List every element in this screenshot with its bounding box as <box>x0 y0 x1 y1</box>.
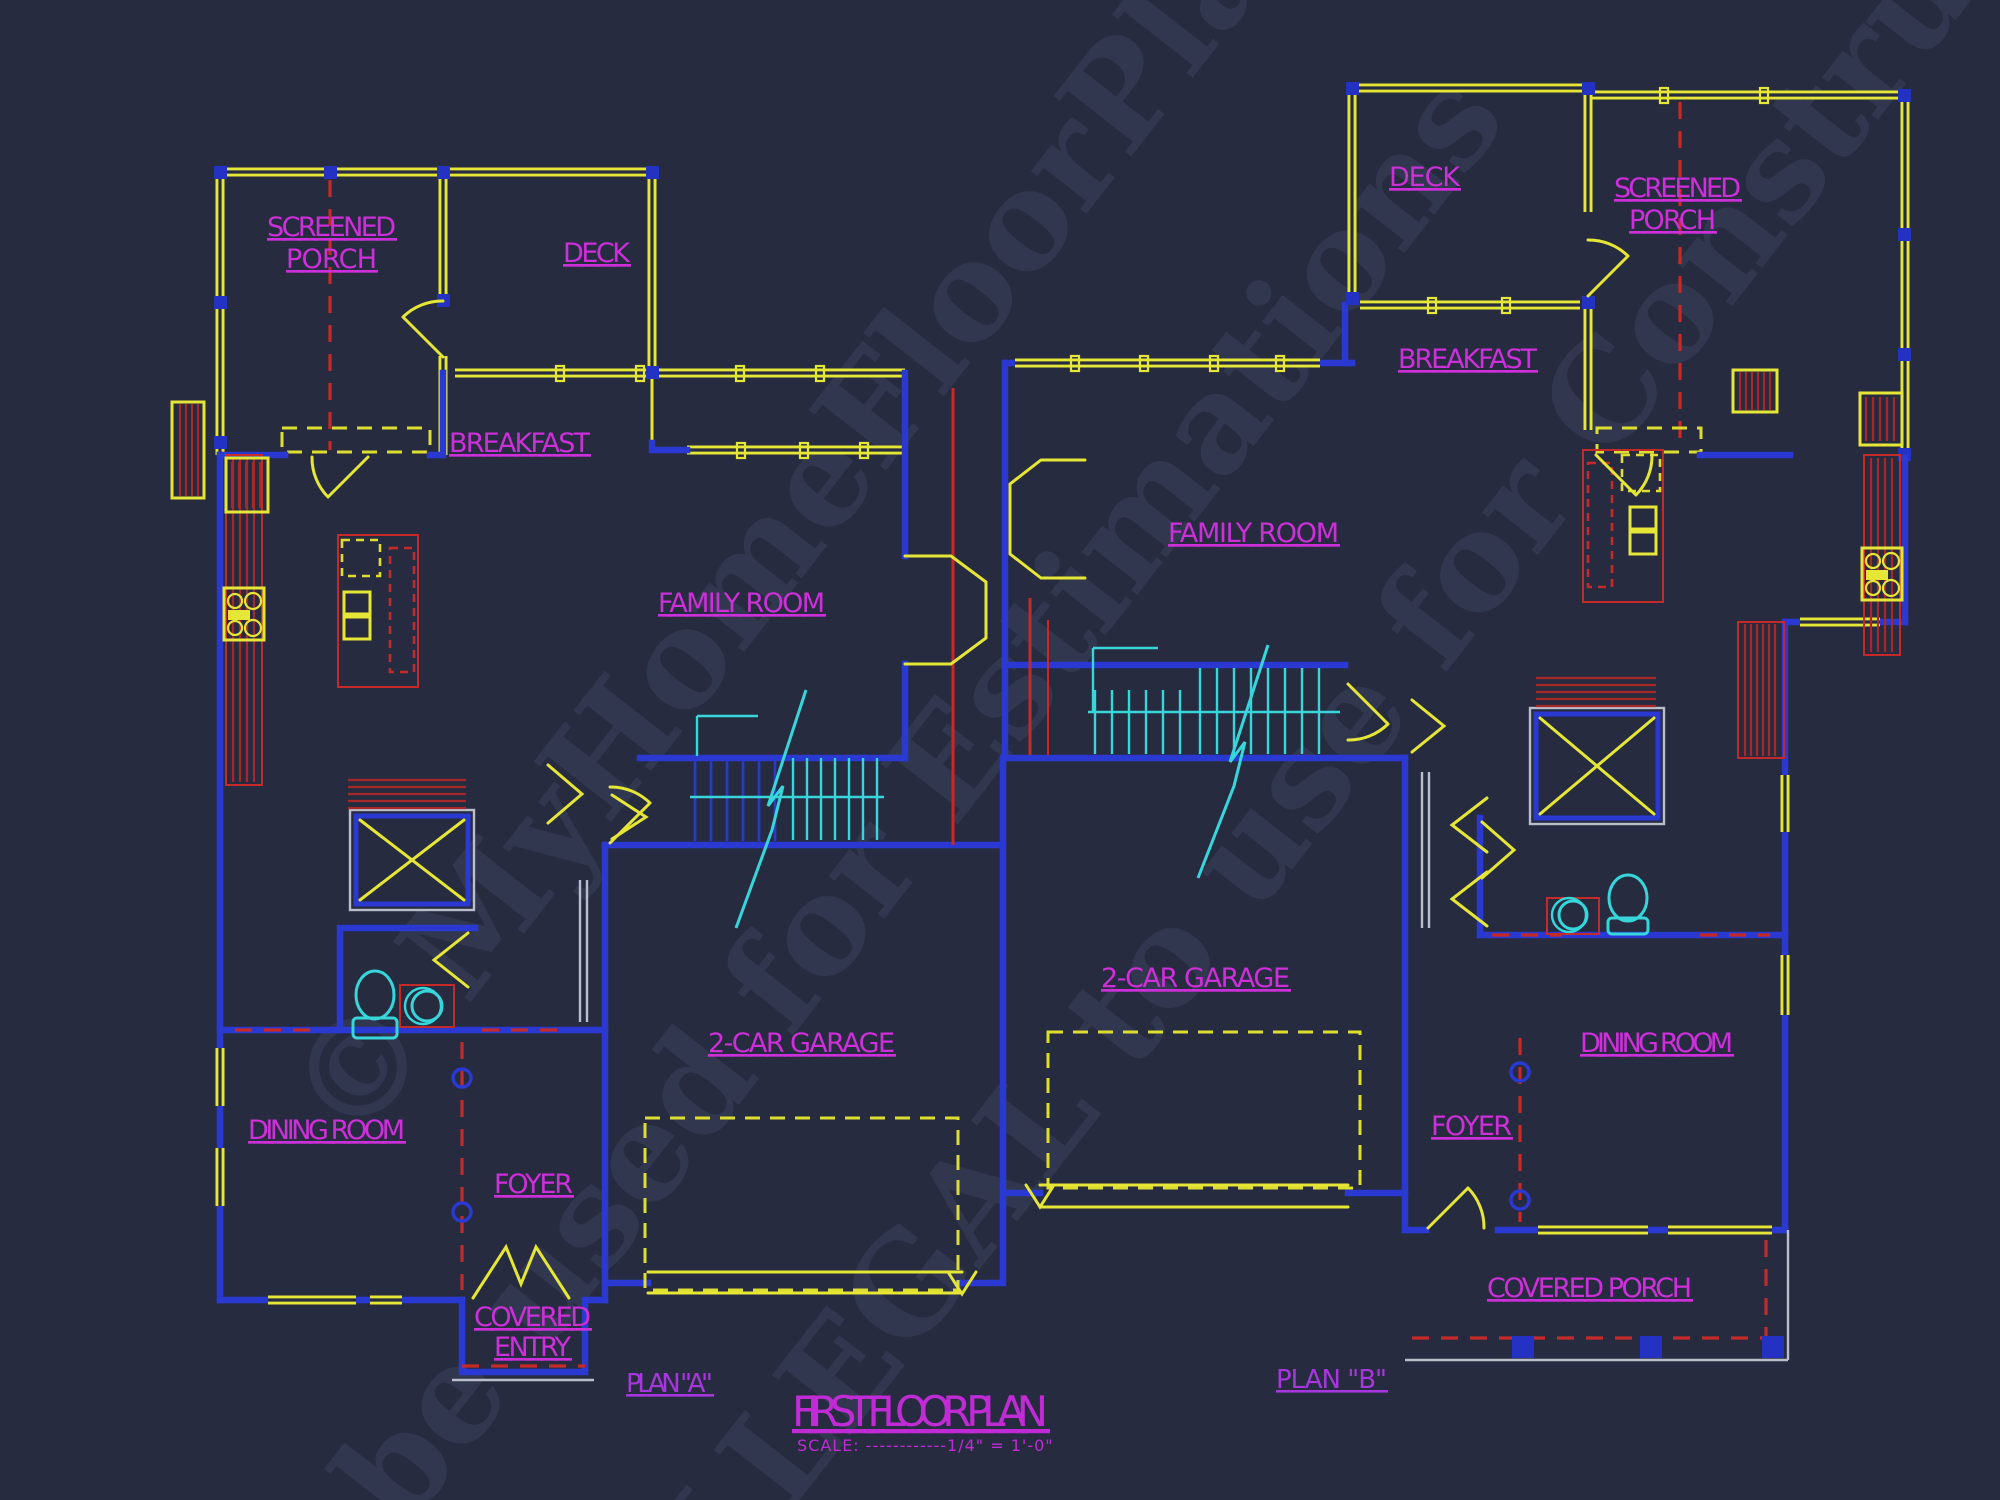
room-label-dining-b: DINING ROOM <box>1580 1028 1734 1059</box>
room-label-deck-b: DECK <box>1389 162 1461 193</box>
room-label-garage-b: 2-CAR GARAGE <box>1101 963 1291 994</box>
door-arc <box>1426 1186 1486 1230</box>
bifold-door <box>1449 870 1489 928</box>
bifold-door <box>610 793 649 841</box>
plan-a-powder-room <box>351 969 455 1040</box>
room-label-screened-porch-a: SCREENED <box>267 212 397 243</box>
room-label-foyer-a: FOYER <box>494 1169 574 1200</box>
stair-break-line <box>734 689 808 929</box>
room-label-breakfast-b: BREAKFAST <box>1398 344 1538 375</box>
closet-slider <box>578 880 589 1022</box>
door-arc <box>1346 682 1390 742</box>
plan-a-walls <box>216 369 1044 1376</box>
stove-icon <box>1860 546 1904 602</box>
bifold-door <box>1480 820 1517 880</box>
toilet-icon <box>1606 873 1650 936</box>
plan-b-covered-porch <box>1405 1230 1790 1362</box>
plan-a-shaft <box>348 778 476 912</box>
pantry-shelving <box>1737 621 1785 759</box>
plan-b-porch-deck-walls <box>1341 82 1911 461</box>
door-arc <box>310 455 370 499</box>
plan-a-exterior-steps <box>170 400 206 500</box>
room-label-dining-a: DINING ROOM <box>248 1115 406 1146</box>
room-label-screened-porch-b2: PORCH <box>1629 205 1717 236</box>
bifold-door <box>431 931 470 989</box>
plan-b-exterior-steps <box>1731 368 1779 414</box>
bifold-door <box>1410 698 1447 754</box>
toilet-icon <box>351 969 399 1040</box>
refrigerator-icon <box>1858 391 1904 447</box>
plan-b-windows <box>1015 86 1880 1235</box>
door-arc <box>1586 238 1630 298</box>
stair-break-line <box>1196 644 1270 879</box>
stove-icon <box>222 586 266 642</box>
room-label-family-room-b: FAMILY ROOM <box>1168 518 1340 549</box>
plan-a-garage <box>643 1116 978 1297</box>
sink-icon <box>1628 505 1658 531</box>
plan-b-kitchen <box>1582 391 1904 759</box>
plan-a: SCREENED PORCH DECK BREAKFAST FAMILY ROO… <box>170 166 1044 1399</box>
plan-a-kitchen <box>222 454 419 786</box>
plan-b-doors <box>1346 238 1654 1230</box>
plan-a-windows <box>215 364 870 1305</box>
plan-b: DECK SCREENED PORCH BREAKFAST FAMILY ROO… <box>1001 82 1911 1395</box>
title-block: FIRST FLOOR PLAN SCALE: ------------1/4"… <box>792 1387 1054 1455</box>
vanity-sink-icon <box>1546 896 1600 935</box>
plan-b-powder-room <box>1546 873 1650 936</box>
sink-icon <box>342 590 372 616</box>
plan-b-label: PLAN "B" <box>1276 1365 1388 1395</box>
garage-parking-outline <box>643 1116 960 1292</box>
kitchen-island <box>1582 449 1664 603</box>
kitchen-island <box>337 534 419 688</box>
room-label-covered-porch: COVERED PORCH <box>1487 1273 1693 1304</box>
garage-door <box>1038 1183 1350 1209</box>
room-label-breakfast-a: BREAKFAST <box>449 428 591 459</box>
closet-slider <box>1420 772 1431 928</box>
room-label-covered-entry: COVERED <box>474 1302 592 1333</box>
garage-door <box>646 1270 964 1295</box>
door-arc <box>1594 453 1654 497</box>
plan-b-shaft <box>1528 676 1666 826</box>
garage-parking-outline <box>1046 1030 1362 1190</box>
room-label-garage-a: 2-CAR GARAGE <box>708 1028 896 1059</box>
bifold-door <box>1449 796 1489 854</box>
plan-b-garage <box>1024 1030 1362 1210</box>
fireplace-b-icon <box>1008 458 1087 580</box>
room-label-screened-porch-a2: PORCH <box>286 244 378 275</box>
plan-a-label: PLAN "A" <box>626 1369 714 1399</box>
room-label-deck-a: DECK <box>563 238 631 269</box>
drawing-title: FIRST FLOOR PLAN <box>792 1387 1050 1436</box>
room-label-foyer-b: FOYER <box>1431 1111 1513 1142</box>
door-arc <box>401 299 445 359</box>
room-label-family-room-a: FAMILY ROOM <box>658 588 826 619</box>
room-label-covered-entry2: ENTRY <box>494 1332 572 1363</box>
fireplace-a-icon <box>903 554 988 666</box>
refrigerator-icon <box>224 456 270 514</box>
bifold-door <box>546 763 585 825</box>
room-label-screened-porch-b: SCREENED <box>1614 173 1742 204</box>
plan-a-stairs <box>690 689 884 929</box>
plan-a-doors <box>310 299 652 1300</box>
plan-a-covered-entry <box>452 1364 594 1382</box>
drawing-scale: SCALE: ------------1/4" = 1'-0" <box>797 1436 1054 1455</box>
vanity-sink-icon <box>399 984 455 1028</box>
plan-b-stairs <box>1088 644 1340 879</box>
french-doors-icon <box>471 1243 571 1300</box>
